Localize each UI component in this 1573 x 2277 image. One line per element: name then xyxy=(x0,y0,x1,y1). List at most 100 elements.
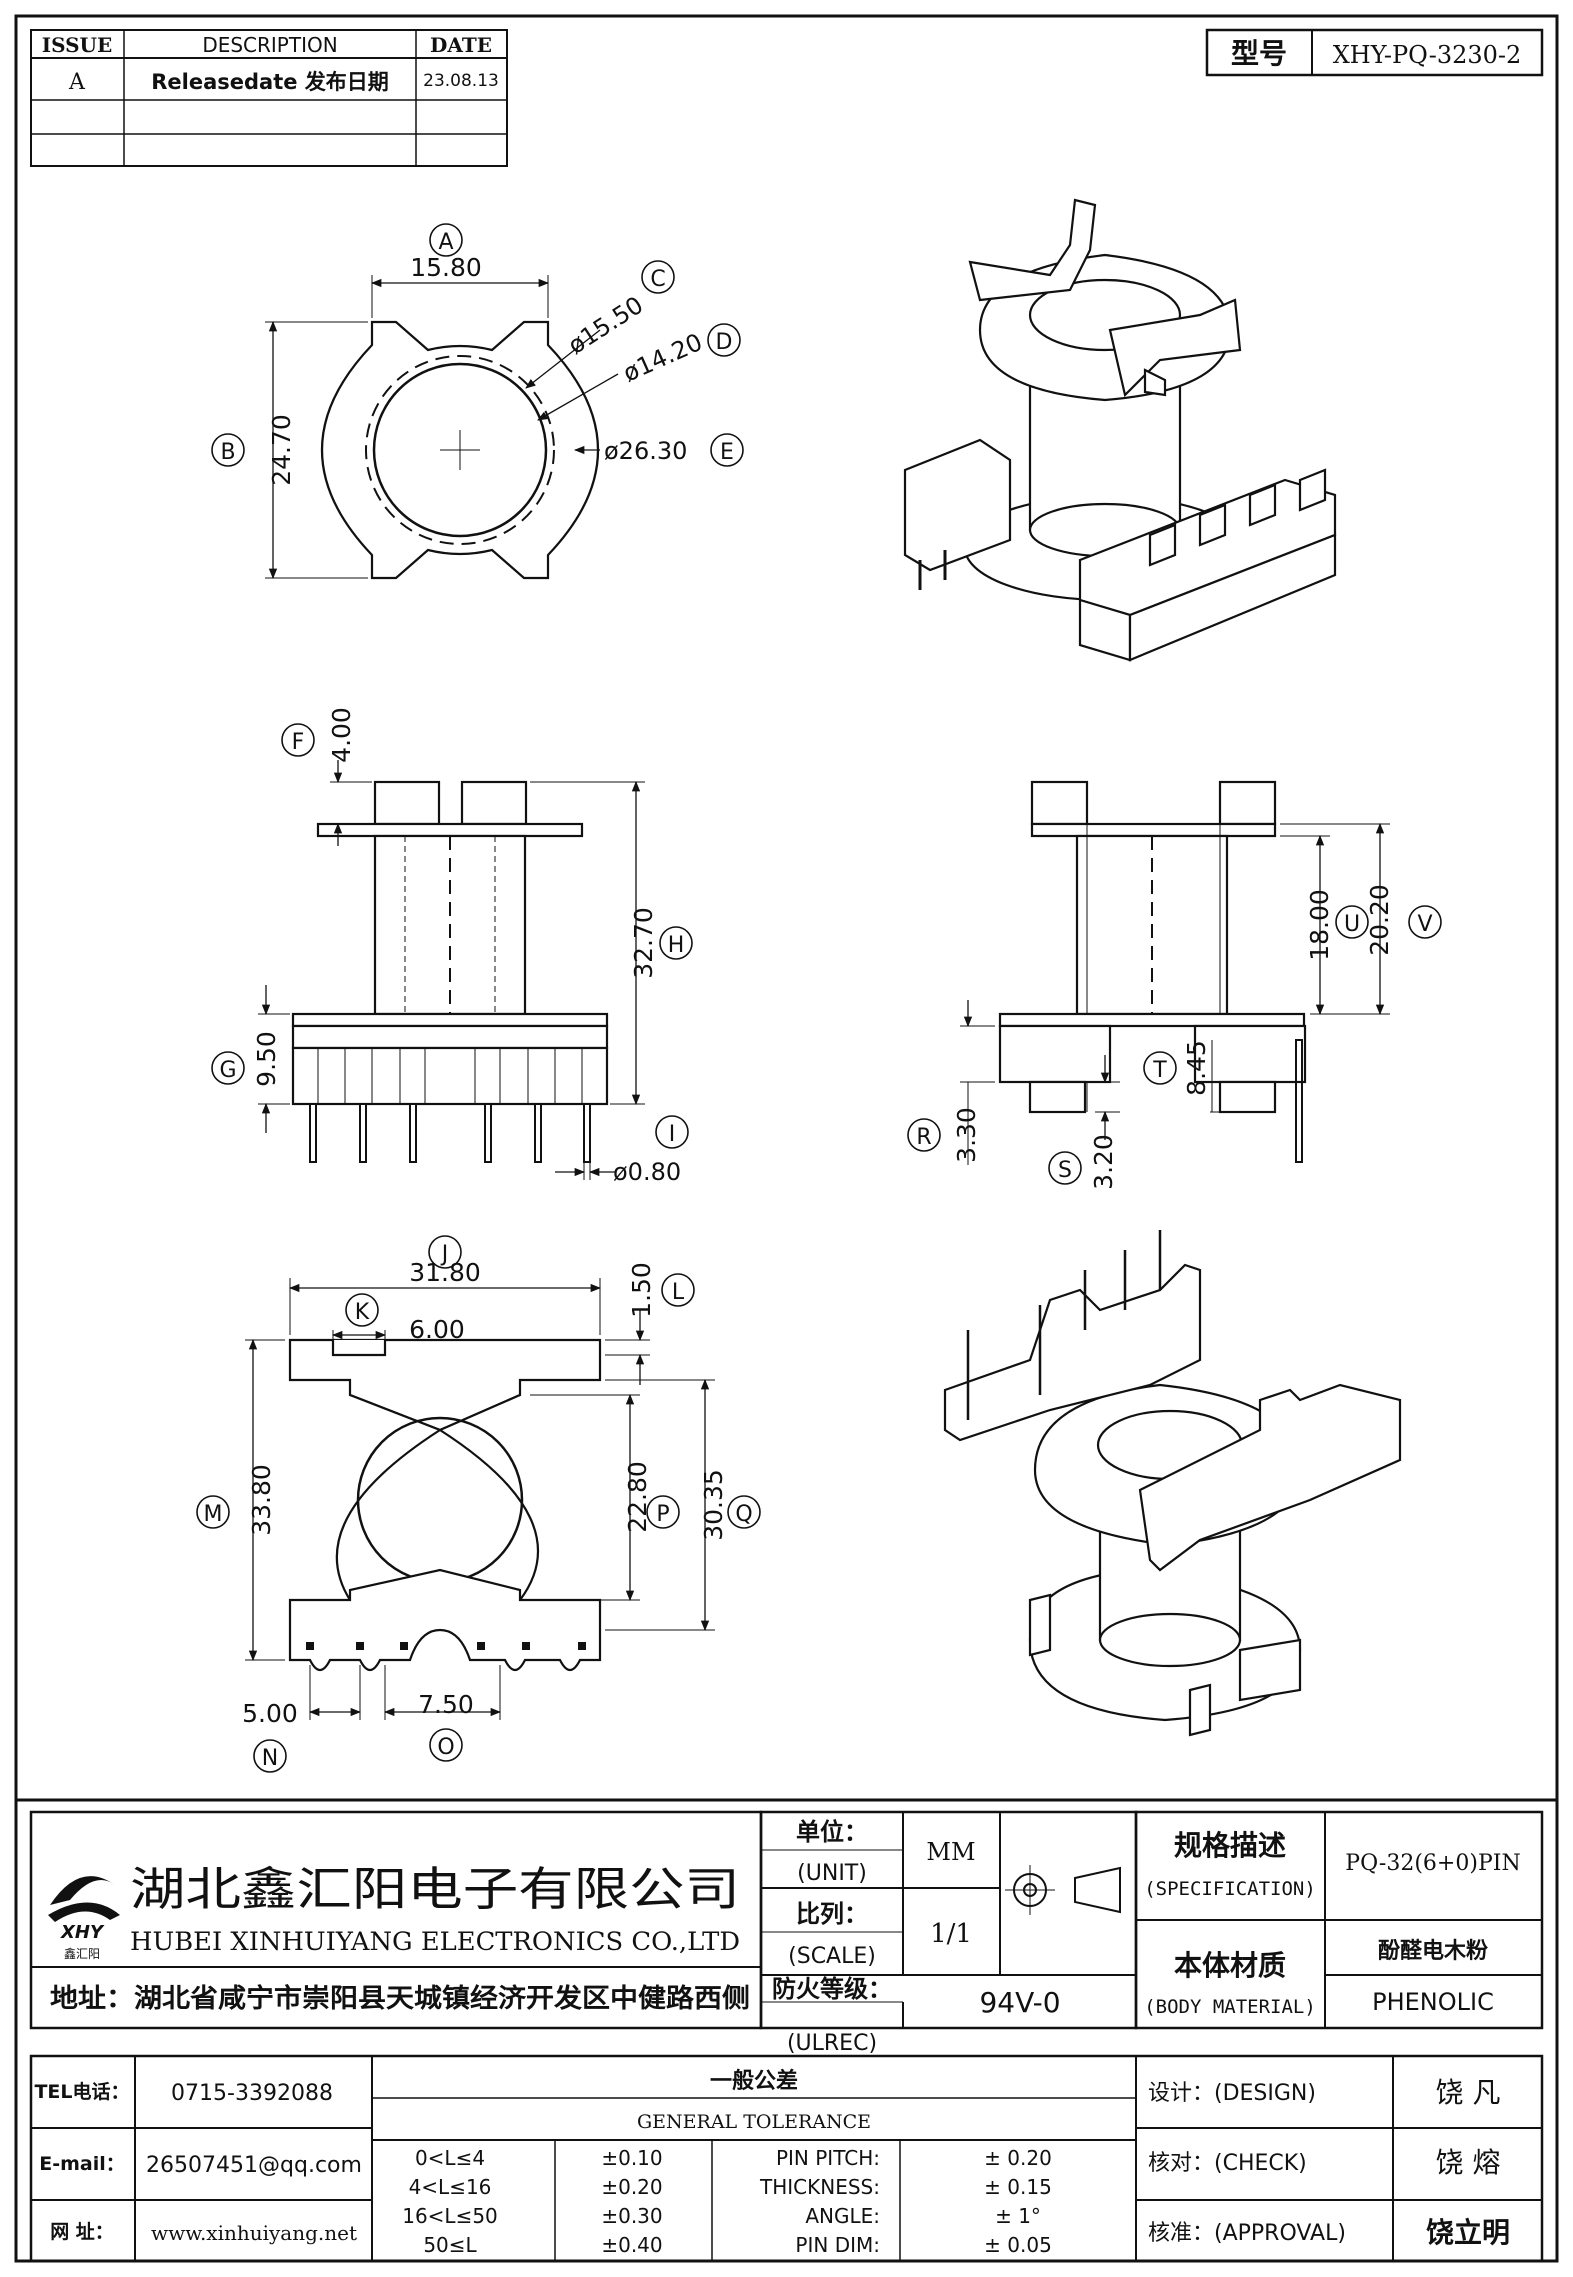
dim-h-value: 32.70 xyxy=(629,907,658,979)
dim-k-letter: K xyxy=(355,1300,370,1325)
tel-label: TEL电话： xyxy=(34,2080,129,2103)
dim-i-value: ø0.80 xyxy=(613,1158,681,1186)
rev-header-date: DATE xyxy=(430,33,492,57)
tolerance-title-en: GENERAL TOLERANCE xyxy=(637,2111,871,2133)
other-tolerance-value: ± 0.05 xyxy=(984,2233,1052,2257)
rev-header-issue: ISSUE xyxy=(42,33,113,57)
title-block: XHY 鑫汇阳 湖北鑫汇阳电子有限公司 HUBEI XINHUIYANG ELE… xyxy=(16,1798,1557,2263)
model-label: 型号 xyxy=(1231,37,1287,70)
dim-m-letter: M xyxy=(204,1502,223,1527)
dim-b-letter: B xyxy=(220,440,235,465)
tel-value: 0715-3392088 xyxy=(171,2081,333,2106)
tolerance-range: 4<L≤16 xyxy=(409,2175,492,2199)
email-label: E-mail： xyxy=(39,2153,125,2175)
other-tolerance-name: PIN DIM: xyxy=(795,2233,880,2257)
dim-i-letter: I xyxy=(669,1122,676,1147)
dim-f-value: 4.00 xyxy=(327,707,356,763)
unit-value: MM xyxy=(926,1838,975,1866)
dim-q-letter: Q xyxy=(735,1502,752,1527)
rev-header-description: DESCRIPTION xyxy=(202,33,337,57)
dim-e-value: ø26.30 xyxy=(604,437,687,465)
dim-v-value: 20.20 xyxy=(1365,884,1394,956)
bottom-view: 31.80 J 6.00 K 1.50 L 33.80 M 22.80 P xyxy=(196,1235,761,1773)
isometric-view-top xyxy=(903,198,1337,662)
web-label: 网 址： xyxy=(50,2221,114,2243)
top-view: 15.80 A 24.70 B ø15.50 C ø14.20 D ø26.30… xyxy=(211,223,744,580)
dim-e-letter: E xyxy=(720,440,734,465)
dim-g-value: 9.50 xyxy=(252,1031,281,1087)
dim-v-letter: V xyxy=(1417,912,1432,937)
material-label-cn: 本体材质 xyxy=(1174,1949,1286,1982)
check-name: 饶 熔 xyxy=(1436,2146,1501,2179)
tolerance-value: ±0.20 xyxy=(601,2175,662,2199)
scale-label-cn: 比列： xyxy=(796,1900,868,1928)
web-value: www.xinhuiyang.net xyxy=(151,2221,357,2245)
dim-d-value: ø14.20 xyxy=(619,328,707,387)
dim-l-value: 1.50 xyxy=(627,1262,656,1318)
scale-label-en: (SCALE) xyxy=(788,1944,876,1969)
tolerance-value: ±0.30 xyxy=(601,2204,662,2228)
rev-issue-a: A xyxy=(68,70,86,95)
unit-label-en: (UNIT) xyxy=(797,1861,867,1886)
tolerance-range: 16<L≤50 xyxy=(402,2204,498,2228)
dim-l-letter: L xyxy=(672,1280,685,1305)
dim-b-value: 24.70 xyxy=(267,414,296,486)
spec-label-cn: 规格描述 xyxy=(1174,1829,1286,1862)
unit-label-cn: 单位： xyxy=(796,1818,868,1846)
isometric-view-bottom xyxy=(943,1230,1402,1737)
dim-u-value: 18.00 xyxy=(1305,889,1334,961)
flammability-label-en: (ULREC) xyxy=(787,2031,877,2056)
logo-text: XHY xyxy=(60,1922,105,1943)
dim-r-value: 3.30 xyxy=(952,1107,981,1163)
tolerance-value: ±0.10 xyxy=(601,2146,662,2170)
check-label: 核对：(CHECK) xyxy=(1148,2151,1307,2176)
material-value-en: PHENOLIC xyxy=(1372,1988,1494,2016)
projection-symbol-icon xyxy=(1005,1865,1121,1915)
material-value-cn: 酚醛电木粉 xyxy=(1378,1939,1488,1964)
material-label-en: (BODY MATERIAL) xyxy=(1144,1996,1316,2018)
dim-p-letter: P xyxy=(656,1502,669,1527)
other-tolerance-value: ± 0.15 xyxy=(984,2175,1052,2199)
dim-s-value: 3.20 xyxy=(1089,1134,1118,1190)
other-tolerance-name: ANGLE: xyxy=(805,2204,880,2228)
company-name-en: HUBEI XINHUIYANG ELECTRONICS CO.,LTD xyxy=(130,1927,740,1956)
other-tolerance-name: PIN PITCH: xyxy=(776,2146,880,2170)
approval-name: 饶立明 xyxy=(1426,2216,1510,2249)
model-number: XHY-PQ-3230-2 xyxy=(1333,41,1522,69)
company-address: 地址：湖北省咸宁市崇阳县天城镇经济开发区中健路西侧 xyxy=(50,1983,750,2014)
email-value: 26507451@qq.com xyxy=(146,2153,362,2178)
rev-description-a: Releasedate 发布日期 xyxy=(151,70,389,94)
tolerance-range: 50≤L xyxy=(423,2233,477,2257)
dim-s-letter: S xyxy=(1058,1158,1072,1183)
flammability-value: 94V-0 xyxy=(979,1986,1060,2019)
model-box: 型号 XHY-PQ-3230-2 xyxy=(1205,28,1544,77)
other-tolerance-value: ± 1° xyxy=(995,2204,1041,2228)
dim-t-value: 8.45 xyxy=(1182,1040,1211,1096)
dim-o-letter: O xyxy=(437,1735,454,1760)
spec-value: PQ-32(6+0)PIN xyxy=(1345,1851,1520,1876)
dim-u-letter: U xyxy=(1344,912,1360,937)
dim-a-letter: A xyxy=(438,230,453,255)
dim-m-value: 33.80 xyxy=(247,1464,276,1536)
dim-j-letter: J xyxy=(440,1242,449,1267)
company-name-cn: 湖北鑫汇阳电子有限公司 xyxy=(130,1862,740,1916)
dim-g-letter: G xyxy=(219,1058,236,1083)
company-logo: XHY 鑫汇阳 xyxy=(48,1876,120,1961)
other-tolerance-value: ± 0.20 xyxy=(984,2146,1052,2170)
dim-q-value: 30.35 xyxy=(699,1469,728,1541)
flammability-label-cn: 防火等级： xyxy=(772,1975,892,2003)
other-tolerance-name: THICKNESS: xyxy=(759,2175,880,2199)
design-label: 设计：(DESIGN) xyxy=(1148,2081,1316,2106)
scale-value: 1/1 xyxy=(930,1919,972,1949)
dim-n-value: 5.00 xyxy=(242,1699,298,1728)
dim-r-letter: R xyxy=(916,1125,931,1150)
dim-j-value: 31.80 xyxy=(409,1258,481,1287)
dim-h-letter: H xyxy=(668,933,685,958)
dim-d-letter: D xyxy=(716,330,733,355)
front-view: 4.00 F 32.70 H 9.50 G ø0.80 I xyxy=(211,707,693,1186)
revision-table: ISSUE DESCRIPTION DATE A Releasedate 发布日… xyxy=(30,29,508,167)
spec-label-en: (SPECIFICATION) xyxy=(1144,1878,1316,1900)
dim-c-value: ø15.50 xyxy=(563,291,648,360)
dim-a-value: 15.80 xyxy=(410,253,482,282)
